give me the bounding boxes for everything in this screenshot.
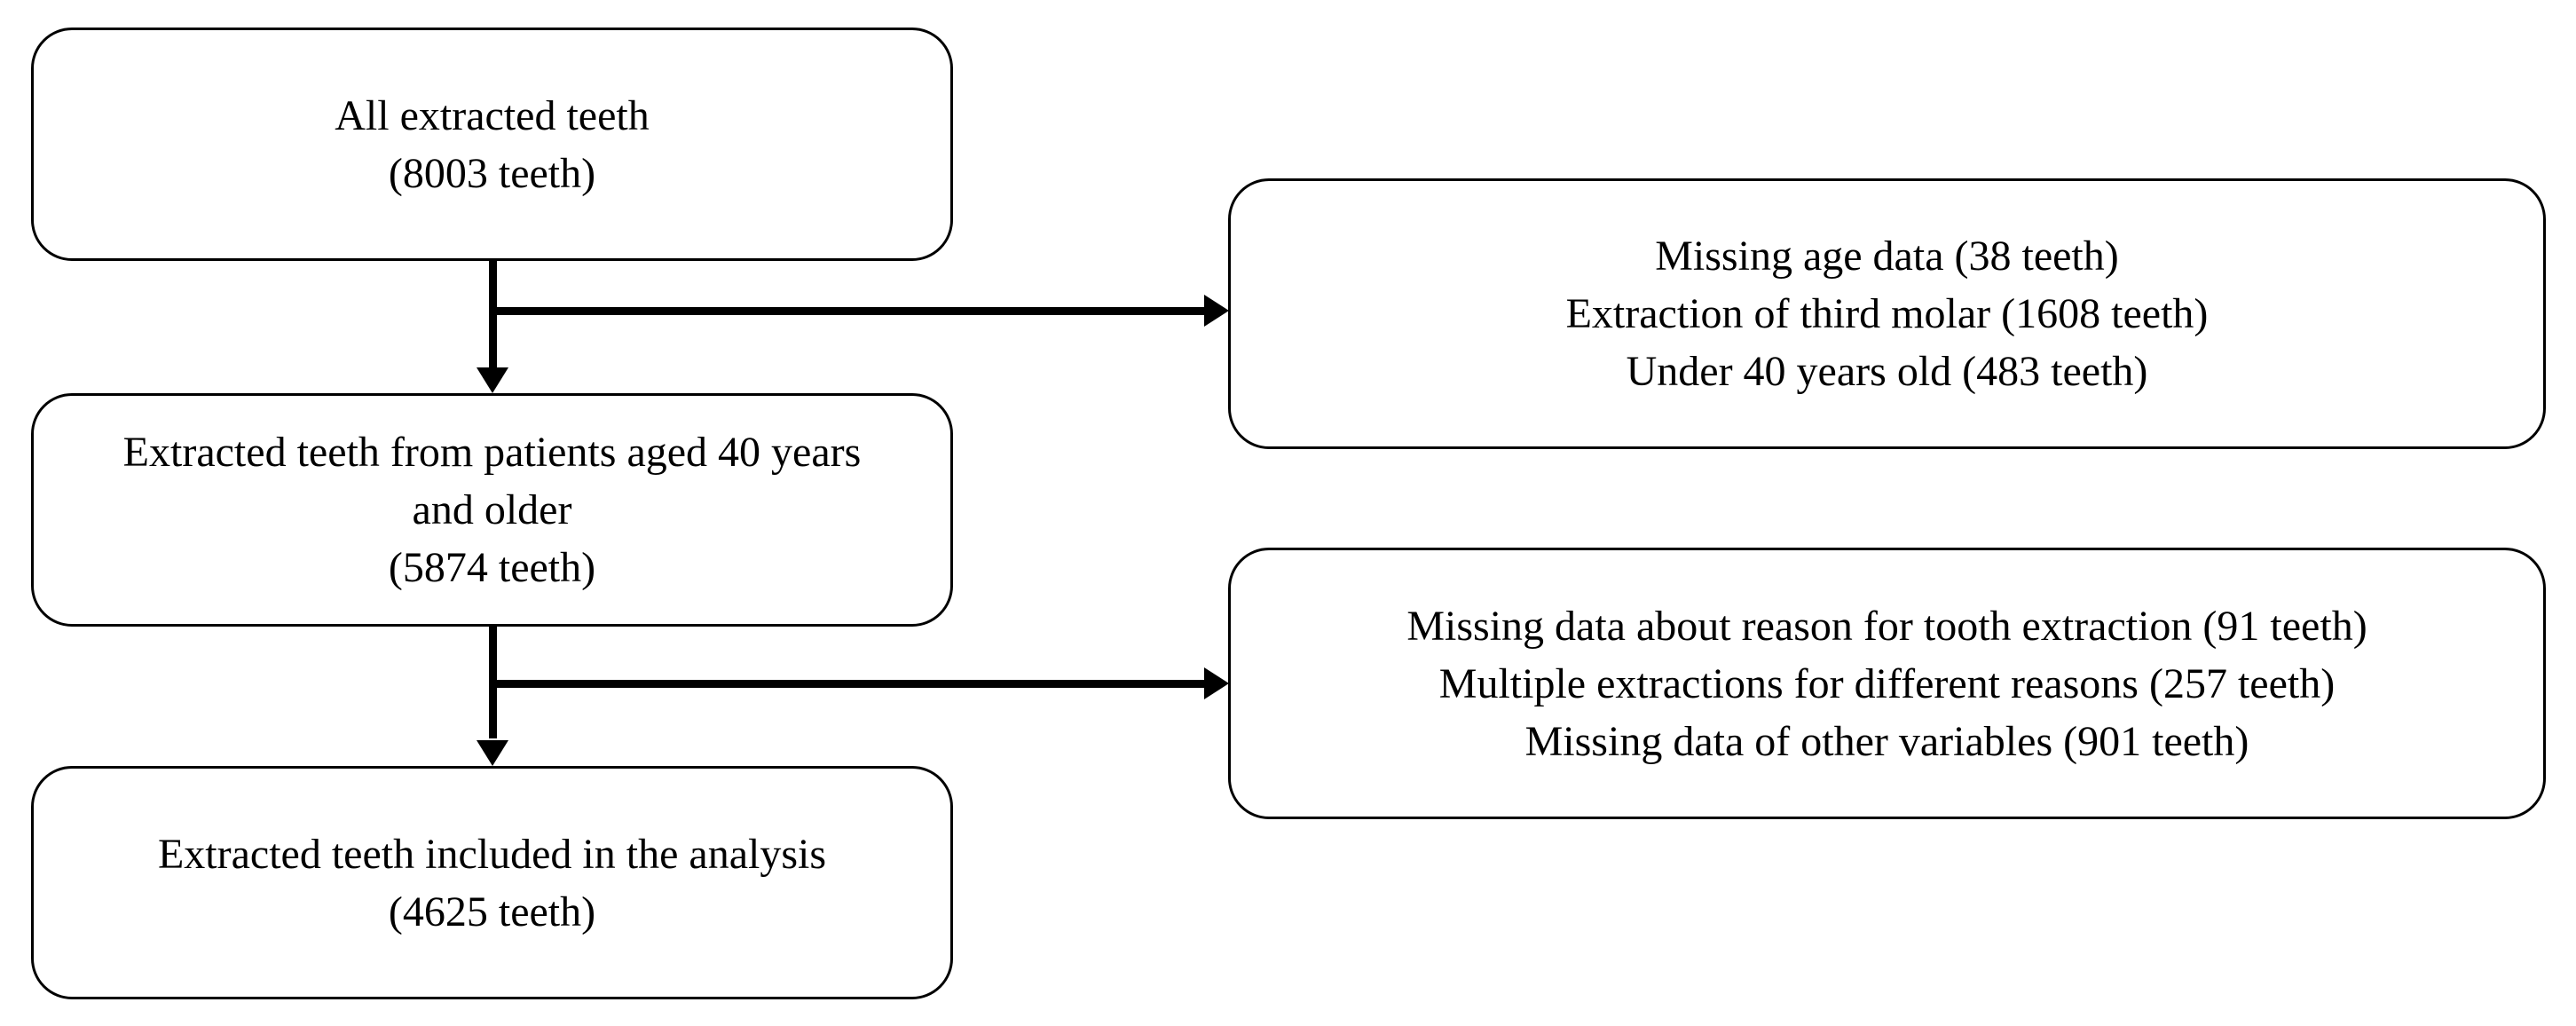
- node-aged-40-and-older: Extracted teeth from patients aged 40 ye…: [31, 393, 953, 627]
- exclusion-item: Missing data about reason for tooth extr…: [1406, 602, 2367, 650]
- node-count: (5874 teeth): [388, 544, 596, 591]
- exclusion-item: Extraction of third molar (1608 teeth): [1565, 290, 2209, 337]
- node-exclusions-step-2-text: Missing data about reason for tooth extr…: [1231, 597, 2543, 770]
- arrowhead-down-1-icon: [477, 367, 508, 393]
- exclusion-item: Missing data of other variables (901 tee…: [1524, 717, 2249, 765]
- arrowhead-right-1-icon: [1204, 295, 1229, 327]
- exclusion-item: Under 40 years old (483 teeth): [1626, 348, 2148, 395]
- node-included-in-analysis: Extracted teeth included in the analysis…: [31, 766, 953, 999]
- arrowhead-down-2-icon: [477, 740, 508, 766]
- connector-right-1-line: [489, 307, 1205, 315]
- connector-down-1-line: [489, 259, 497, 371]
- connector-right-2-line: [489, 680, 1205, 688]
- node-exclusions-step-2: Missing data about reason for tooth extr…: [1228, 548, 2546, 819]
- exclusion-item: Missing age data (38 teeth): [1655, 233, 2119, 280]
- node-exclusions-step-1: Missing age data (38 teeth) Extraction o…: [1228, 178, 2546, 449]
- node-count: (4625 teeth): [388, 888, 596, 935]
- node-label: All extracted teeth: [335, 91, 650, 139]
- node-aged-40-and-older-text: Extracted teeth from patients aged 40 ye…: [34, 423, 950, 596]
- node-label: Extracted teeth from patients aged 40 ye…: [122, 429, 862, 533]
- arrowhead-right-2-icon: [1204, 667, 1229, 699]
- node-label: Extracted teeth included in the analysis: [157, 830, 827, 878]
- exclusion-item: Multiple extractions for different reaso…: [1438, 659, 2336, 707]
- node-included-in-analysis-text: Extracted teeth included in the analysis…: [34, 825, 950, 941]
- node-all-extracted-teeth: All extracted teeth (8003 teeth): [31, 28, 953, 261]
- node-count: (8003 teeth): [388, 149, 596, 197]
- node-exclusions-step-1-text: Missing age data (38 teeth) Extraction o…: [1231, 227, 2543, 400]
- node-all-extracted-teeth-text: All extracted teeth (8003 teeth): [34, 87, 950, 202]
